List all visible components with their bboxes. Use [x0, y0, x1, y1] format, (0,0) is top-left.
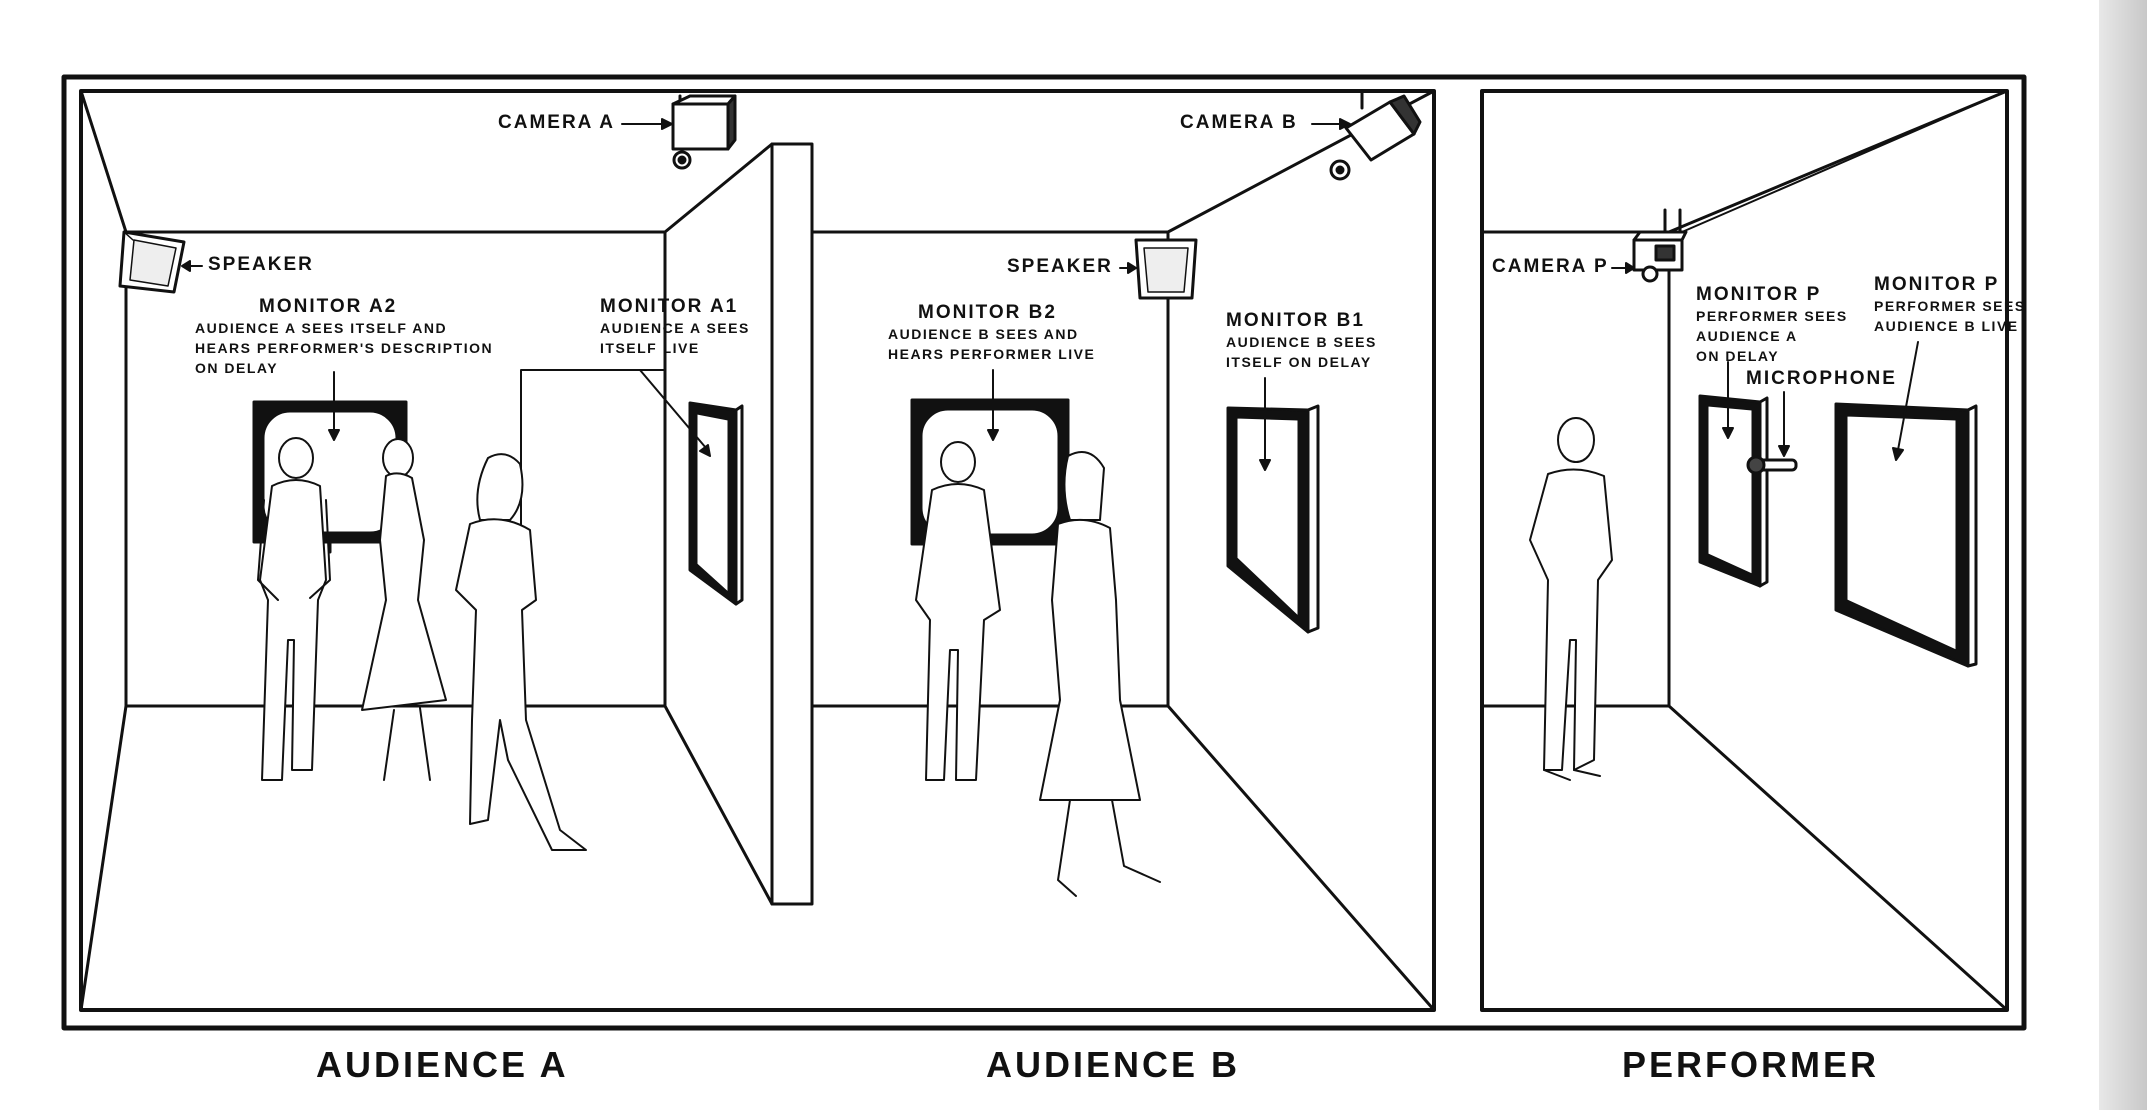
monitor-b1-line-1: AUDIENCE B SEES — [1226, 334, 1377, 350]
microphone-icon — [1746, 455, 1798, 475]
monitor-p-live-icon — [1834, 402, 1978, 668]
monitor-b1-title: MONITOR B1 — [1226, 310, 1365, 331]
speaker-a-label: SPEAKER — [208, 254, 314, 275]
monitor-a2-line-1: AUDIENCE A SEES ITSELF AND — [195, 320, 448, 336]
room-performer — [1480, 89, 2009, 1012]
monitor-p-delay-icon — [1698, 394, 1769, 588]
camera-p-label: CAMERA P — [1492, 256, 1609, 277]
speaker-b-icon — [1134, 238, 1198, 300]
audience-b-figures — [915, 441, 1161, 897]
speaker-a-icon — [118, 230, 186, 294]
camera-b-icon — [1329, 89, 1422, 181]
monitor-b1-line-2: ITSELF ON DELAY — [1226, 354, 1372, 370]
person-man-b — [915, 441, 1001, 781]
monitor-b2-line-1: AUDIENCE B SEES AND — [888, 326, 1079, 342]
monitor-p-delay-line-1: PERFORMER SEES — [1696, 308, 1848, 324]
room-label-audience-a: AUDIENCE A — [316, 1044, 569, 1085]
monitor-b1-icon — [1226, 404, 1320, 634]
room-label-performer: PERFORMER — [1622, 1044, 1880, 1085]
monitor-p-delay-caption: MONITOR P PERFORMER SEES AUDIENCE A ON D… — [1696, 284, 1848, 366]
outer-frame — [61, 74, 2027, 1031]
monitor-a2-title: MONITOR A2 — [259, 296, 398, 317]
monitor-a1-caption: MONITOR A1 AUDIENCE A SEES ITSELF LIVE — [600, 296, 750, 358]
person-woman-a1 — [361, 438, 447, 781]
audience-a-figures — [257, 437, 587, 851]
monitor-p-live-line-1: PERFORMER SEES — [1874, 298, 2026, 314]
speaker-b-label: SPEAKER — [1007, 256, 1113, 277]
monitor-a1-icon — [688, 401, 744, 606]
monitor-b2-caption: MONITOR B2 AUDIENCE B SEES AND HEARS PER… — [888, 302, 1095, 364]
camera-a-icon — [671, 94, 737, 170]
label-arrows — [181, 118, 1919, 471]
microphone-label: MICROPHONE — [1746, 368, 1897, 389]
monitor-p-live-title: MONITOR P — [1874, 274, 2000, 295]
person-man-a — [257, 437, 331, 781]
monitor-p-delay-title: MONITOR P — [1696, 284, 1822, 305]
camera-a-label: CAMERA A — [498, 112, 615, 133]
monitor-a2-caption: MONITOR A2 AUDIENCE A SEES ITSELF AND HE… — [195, 296, 493, 378]
monitor-a2-line-3: ON DELAY — [195, 360, 279, 376]
monitor-p-live-line-2: AUDIENCE B LIVE — [1874, 318, 2019, 334]
monitor-p-live-caption: MONITOR P PERFORMER SEES AUDIENCE B LIVE — [1874, 274, 2026, 336]
monitor-b1-caption: MONITOR B1 AUDIENCE B SEES ITSELF ON DEL… — [1226, 310, 1377, 372]
room-label-audience-b: AUDIENCE B — [986, 1044, 1241, 1085]
monitor-a1-title: MONITOR A1 — [600, 296, 739, 317]
monitor-a2-line-2: HEARS PERFORMER'S DESCRIPTION — [195, 340, 494, 356]
monitor-a1-line-2: ITSELF LIVE — [600, 340, 700, 356]
monitor-b2-line-2: HEARS PERFORMER LIVE — [888, 346, 1096, 362]
person-woman-b — [1039, 451, 1161, 897]
page-edge — [2099, 0, 2147, 1110]
monitor-p-delay-line-3: ON DELAY — [1696, 348, 1780, 364]
performer-figure — [1529, 417, 1613, 781]
monitor-a1-line-1: AUDIENCE A SEES — [600, 320, 750, 336]
person-woman-a2 — [455, 453, 587, 851]
monitor-p-delay-line-2: AUDIENCE A — [1696, 328, 1798, 344]
camera-p-icon — [1632, 208, 1688, 283]
monitor-b2-title: MONITOR B2 — [918, 302, 1057, 323]
camera-b-label: CAMERA B — [1180, 112, 1298, 133]
